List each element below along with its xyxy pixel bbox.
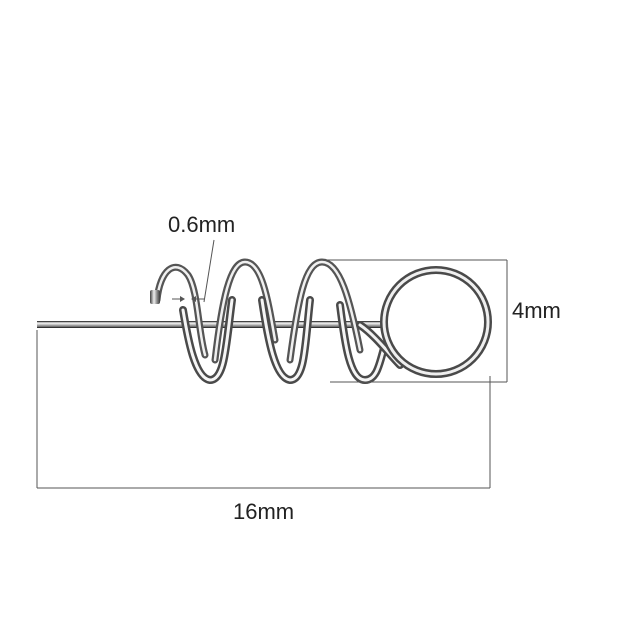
coil-front-highlights — [181, 298, 387, 382]
wire-shaft — [37, 321, 387, 328]
loop-eye — [356, 266, 492, 378]
coil-diameter-dimension: 4mm — [322, 259, 561, 383]
overall-length-label: 16mm — [233, 499, 294, 524]
wire-diameter-dimension: 0.6mm — [168, 212, 235, 303]
overall-length-dimension: 16mm — [36, 330, 491, 524]
wire-diameter-label: 0.6mm — [168, 212, 235, 237]
wire-tip — [150, 290, 160, 304]
coil-diameter-label: 4mm — [512, 298, 561, 323]
coil-back-highlights — [155, 260, 362, 362]
